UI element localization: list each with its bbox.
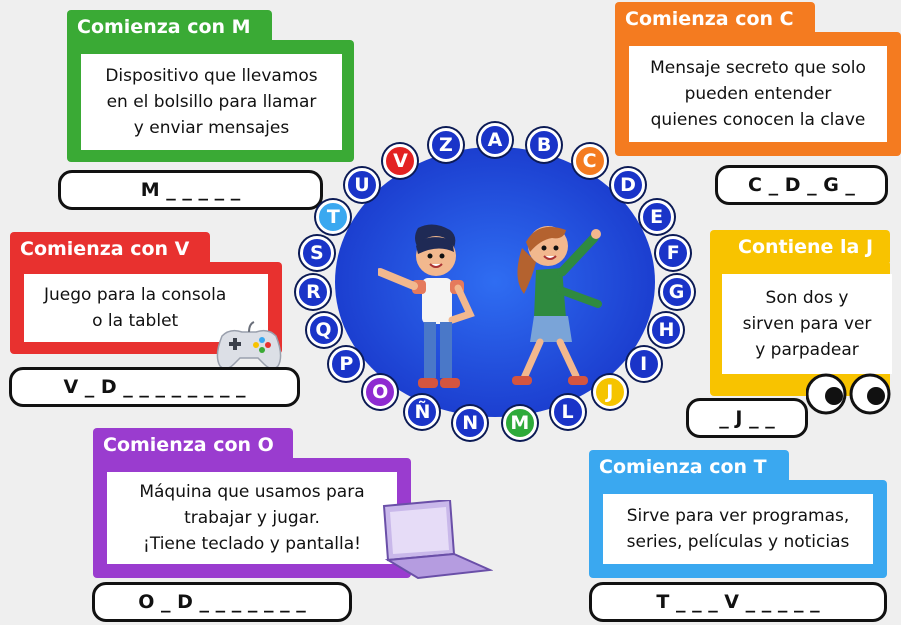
wheel-letter-z[interactable]: Z — [428, 128, 463, 163]
wheel-letter-o[interactable]: O — [363, 375, 398, 410]
card-c-box: Mensaje secreto que solo pueden entender… — [615, 32, 901, 156]
wheel-letter-s[interactable]: S — [299, 236, 334, 271]
card-v-title: Comienza con V — [10, 232, 210, 264]
wheel-letter-l[interactable]: L — [550, 395, 585, 430]
wheel-letter-c[interactable]: C — [572, 143, 607, 178]
gamepad-icon — [216, 321, 282, 370]
wheel-letter-d[interactable]: D — [611, 168, 645, 203]
card-c-clue: Mensaje secreto que solo pueden entender… — [629, 46, 887, 142]
card-o-box: Máquina que usamos para trabajar y jugar… — [93, 458, 411, 578]
laptop-icon — [382, 500, 493, 580]
wheel-letter-b[interactable]: B — [527, 128, 562, 163]
card-j-title: Contiene la J — [710, 230, 890, 262]
card-o-title: Comienza con O — [93, 428, 293, 460]
answer-j[interactable]: _ J _ _ — [686, 398, 808, 438]
wheel-letter-h[interactable]: H — [649, 312, 684, 347]
card-t-box: Sirve para ver programas, series, pelícu… — [589, 480, 887, 578]
wheel-letter-e[interactable]: E — [639, 199, 674, 234]
wheel-letter-m[interactable]: M — [502, 405, 537, 440]
wheel-letter-j[interactable]: J — [592, 375, 627, 410]
card-t-clue: Sirve para ver programas, series, pelícu… — [603, 494, 873, 564]
card-c-title: Comienza con C — [615, 2, 815, 34]
answer-m[interactable]: M _ _ _ _ _ — [58, 170, 323, 210]
wheel-letter-f[interactable]: F — [656, 236, 691, 271]
wheel-letter-n[interactable]: N — [453, 405, 488, 440]
wheel-letter-ñ[interactable]: Ñ — [405, 395, 440, 430]
girl-illustration — [512, 226, 602, 385]
card-m-box: Dispositivo que llevamos en el bolsillo … — [67, 40, 354, 162]
eyes-icon — [806, 373, 891, 415]
wheel-letter-t[interactable]: T — [316, 199, 351, 234]
wheel-letter-q[interactable]: Q — [306, 312, 341, 347]
boy-illustration — [378, 224, 475, 388]
card-j-clue: Son dos y sirven para ver y parpadear — [722, 274, 892, 374]
answer-o[interactable]: O _ D _ _ _ _ _ _ _ — [92, 582, 352, 622]
card-m-title: Comienza con M — [67, 10, 272, 42]
wheel-letter-p[interactable]: P — [329, 346, 364, 381]
card-t-title: Comienza con T — [589, 450, 789, 482]
card-m-clue: Dispositivo que llevamos en el bolsillo … — [81, 54, 342, 150]
wheel-letter-i[interactable]: I — [626, 346, 661, 381]
card-v-clue: Juego para la consola o la tablet — [24, 274, 268, 342]
answer-t[interactable]: T _ _ _ V _ _ _ _ _ — [589, 582, 887, 622]
wheel-letter-g[interactable]: G — [659, 274, 694, 309]
card-j-box: Son dos y sirven para ver y parpadear — [710, 260, 892, 396]
answer-v[interactable]: V _ D _ _ _ _ _ _ _ _ — [9, 367, 300, 407]
card-v-box: Juego para la consola o la tablet — [10, 262, 282, 354]
wheel-letter-r[interactable]: R — [296, 274, 331, 309]
wheel-letter-a[interactable]: A — [478, 123, 512, 157]
card-o-clue: Máquina que usamos para trabajar y jugar… — [107, 472, 397, 564]
letter-wheel — [335, 147, 655, 417]
wheel-letter-v[interactable]: V — [383, 143, 418, 178]
answer-c[interactable]: C _ D _ G _ — [715, 165, 888, 205]
wheel-letter-u[interactable]: U — [344, 168, 379, 203]
